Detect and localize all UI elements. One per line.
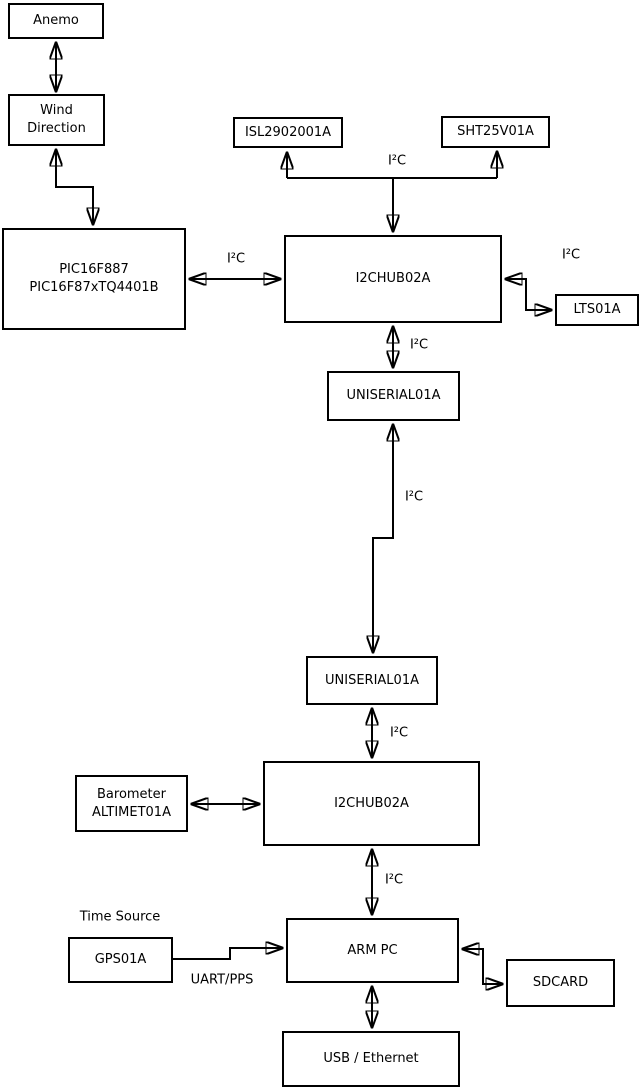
node-barometer-altimet01a: Barometer ALTIMET01A: [75, 775, 188, 832]
node-barometer-label-line2: ALTIMET01A: [92, 804, 171, 820]
node-pic16f887: PIC16F887 PIC16F87xTQ4401B: [2, 228, 186, 330]
label-hub-uniserial-top-i2c: I²C: [409, 337, 429, 353]
label-uniserial-hub-bottom-i2c: I²C: [389, 725, 409, 741]
node-uniserial01a-bottom: UNISERIAL01A: [306, 656, 438, 705]
node-sht25v01a: SHT25V01A: [441, 116, 550, 148]
label-hub-arm-i2c: I²C: [384, 872, 404, 888]
node-i2chub02a-top: I2CHUB02A: [284, 235, 502, 323]
node-i2chub02a-top-label: I2CHUB02A: [355, 271, 431, 287]
edge-wind-pic: [56, 149, 93, 225]
label-pic-hub-i2c: I²C: [226, 251, 246, 267]
label-hub-lts-i2c: I²C: [561, 247, 581, 263]
node-anemo-label: Anemo: [33, 13, 79, 29]
edge-arm-sdcard: [462, 949, 503, 984]
label-uniserial-link-i2c: I²C: [404, 489, 424, 505]
node-gps01a: GPS01A: [68, 937, 173, 983]
node-isl2902001a: ISL2902001A: [233, 117, 343, 148]
node-uniserial01a-bottom-label: UNISERIAL01A: [325, 672, 419, 688]
node-sdcard-label: SDCARD: [532, 975, 589, 991]
node-i2chub02a-bottom: I2CHUB02A: [263, 761, 480, 846]
node-usb-ethernet: USB / Ethernet: [282, 1031, 460, 1087]
node-uniserial01a-top: UNISERIAL01A: [327, 371, 460, 421]
node-isl2902001a-label: ISL2902001A: [244, 124, 332, 140]
node-sdcard: SDCARD: [506, 959, 615, 1007]
label-sensor-bus-i2c: I²C: [387, 153, 407, 169]
node-sht25v01a-label: SHT25V01A: [457, 124, 534, 140]
node-barometer-label-line1: Barometer: [97, 786, 166, 802]
node-uniserial01a-top-label: UNISERIAL01A: [346, 388, 441, 404]
edge-hub-lts: [505, 279, 552, 310]
node-usb-ethernet-label: USB / Ethernet: [323, 1051, 419, 1067]
node-lts01a-label: LTS01A: [573, 302, 621, 318]
node-anemo: Anemo: [8, 3, 104, 39]
edge-uniserial-uniserial: [373, 424, 393, 653]
label-uart-pps: UART/PPS: [190, 972, 254, 988]
edge-gps-arm: [173, 948, 283, 960]
node-wind-direction-label-line2: Direction: [27, 121, 86, 136]
node-i2chub02a-bottom-label: I2CHUB02A: [334, 795, 409, 811]
node-gps01a-label: GPS01A: [94, 952, 147, 968]
node-wind-direction-label-line1: Wind: [40, 103, 73, 119]
label-time-source: Time Source: [79, 909, 161, 925]
node-wind-direction: Wind Direction: [8, 94, 105, 146]
node-pic16f887-label-line2: PIC16F87xTQ4401B: [29, 280, 159, 295]
node-pic16f887-label-line1: PIC16F887: [59, 262, 129, 278]
node-arm-pc-label: ARM PC: [347, 942, 398, 958]
node-arm-pc: ARM PC: [286, 918, 459, 983]
node-lts01a: LTS01A: [555, 294, 639, 326]
